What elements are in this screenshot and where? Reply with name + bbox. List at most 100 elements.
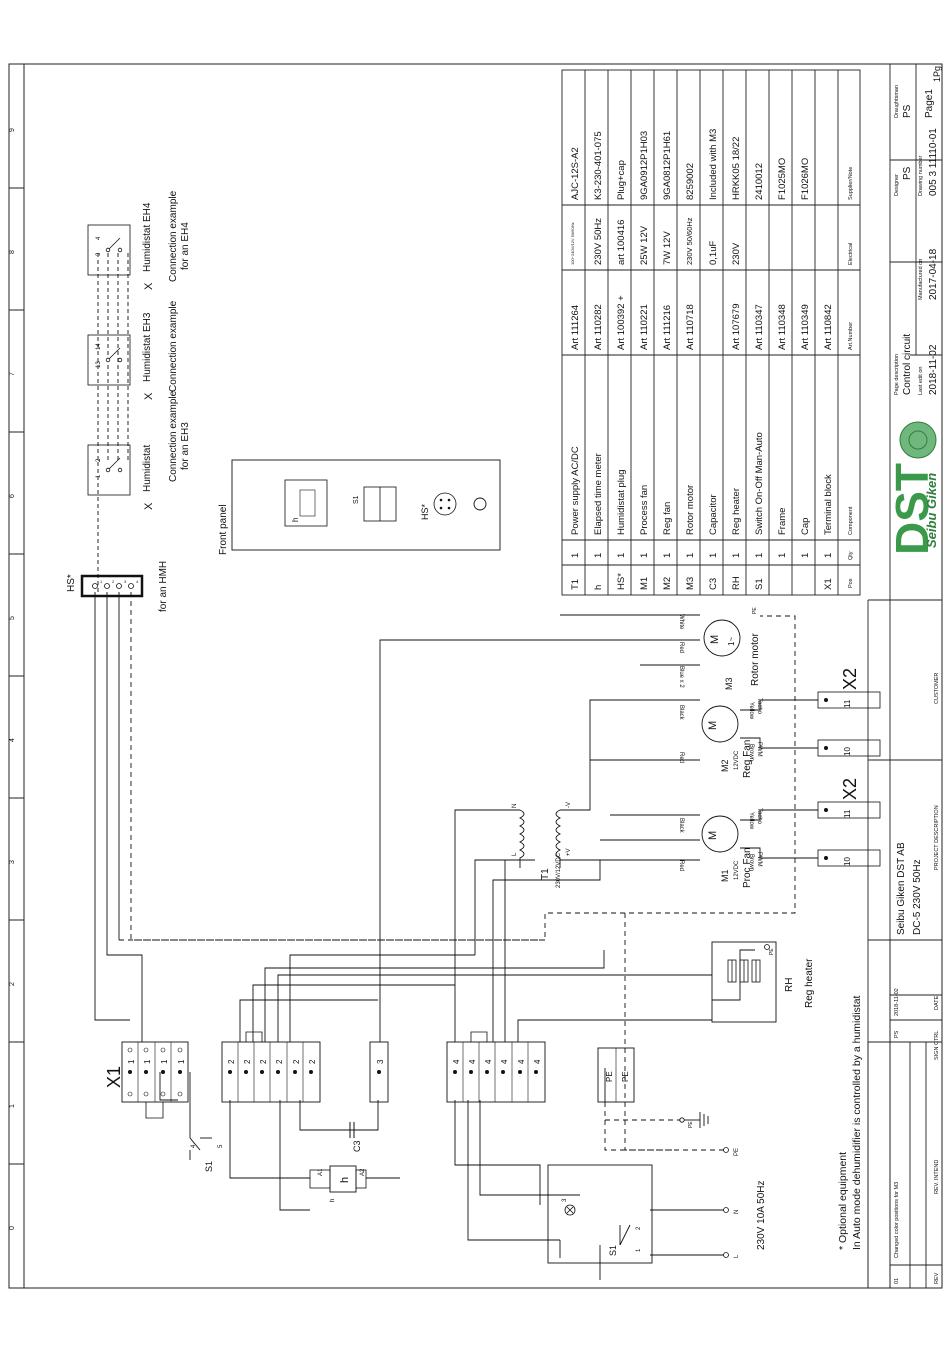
grid-number: 2	[9, 982, 16, 986]
main-switch-pin: 3	[562, 1198, 568, 1202]
x-mark: X	[143, 392, 155, 400]
eh4-pin: 4	[96, 236, 102, 240]
bom-supplier: Included with M3	[708, 129, 719, 200]
pe-term: PE	[605, 1071, 614, 1082]
last-edit: 2018-11-02	[928, 344, 939, 395]
m1-spec: 12VDC	[734, 860, 740, 880]
hs-pin: 3	[124, 579, 127, 584]
bom-qty: 1	[570, 553, 581, 558]
wire-label: Blue x 2	[678, 666, 684, 688]
bom-artno: Art 110282	[593, 304, 604, 350]
bom-qty: 1	[800, 553, 811, 558]
drawing-frame	[8, 63, 943, 1289]
bom-artno: Art 110842	[823, 304, 834, 350]
bom-qty: 1	[754, 553, 765, 558]
supply-l: L	[734, 1254, 740, 1258]
bom-supplier: 2410012	[754, 163, 765, 200]
x2-term-11: 11	[843, 699, 852, 708]
eh3-pin: 13	[96, 361, 102, 368]
m3-label: M3	[724, 677, 734, 690]
m3-name: Rotor motor	[750, 633, 761, 686]
main-switch-pin: 1	[636, 1248, 642, 1252]
wire-label: PWM	[756, 742, 762, 757]
t1-l: L	[512, 852, 518, 856]
humidistat-eh3-label: Humidistat EH3	[142, 312, 153, 382]
humidistat-label: Humidistat	[142, 445, 153, 492]
humidistat-eh4-label: Humidistat EH4	[142, 202, 153, 272]
hs-label: HS*	[66, 574, 77, 592]
supply-pe: PE	[734, 1148, 740, 1156]
bom-qty: 1	[593, 553, 604, 558]
x2-terminals-m1: 11 10 X2	[817, 778, 881, 867]
rev-label: REV	[934, 1272, 940, 1284]
bom-supplier: K3-230-401-075	[593, 131, 604, 200]
project-label: PROJECT DESCRIPTION	[934, 805, 940, 870]
drawing-no-label: Drawing number	[918, 155, 924, 196]
bom-electrical: 230V 50Hz	[593, 218, 604, 265]
meter-a2: A2	[360, 1168, 366, 1176]
pe-earth	[605, 1112, 709, 1128]
bom-artno: Art 111264	[570, 305, 581, 350]
bom-component: Capacitor	[708, 494, 719, 535]
rev-ctrl: PS	[894, 1030, 900, 1038]
bom-electrical: 230V	[731, 242, 742, 265]
wire-label: Red	[678, 752, 684, 763]
x2-terminals-m2: 11 10 X2	[817, 668, 881, 757]
bom-pos: HS*	[616, 573, 627, 590]
bom-supplier: 9GA0912P1H03	[639, 131, 650, 200]
dst-logo: DST Seibu Giken	[886, 421, 939, 555]
bom-pos: X1	[823, 578, 834, 590]
bom-supplier: HRKK05 18/22	[731, 137, 742, 200]
transformer-t1	[518, 809, 562, 868]
page-desc: Control circuit	[902, 334, 913, 395]
x-mark: X	[143, 282, 155, 290]
grid-number: 0	[9, 1226, 16, 1230]
humidistat-pin: 2	[96, 458, 102, 462]
supply-n: N	[734, 1210, 740, 1214]
bom-artno: Art 110718	[685, 304, 696, 350]
pe-terminal: PE PE	[597, 1047, 635, 1103]
supply-terminals	[723, 1147, 729, 1258]
bom-pos: M1	[639, 577, 650, 590]
x1-4-term: 4	[484, 1059, 493, 1064]
date-label: DATE	[934, 995, 940, 1010]
bom-artno: Art 100392 +	[616, 295, 627, 350]
x1-term-number: 1	[143, 1059, 152, 1064]
hs-pin: 4	[136, 579, 139, 584]
manufactured-date: 2017-04-18	[928, 248, 939, 300]
bom-pos: M3	[685, 577, 696, 590]
bom-qty: 1	[731, 553, 742, 558]
wire-label: Brown	[748, 854, 754, 871]
m2-label: M2	[720, 759, 730, 772]
bom-supplier: AJC-12S-A2	[570, 147, 581, 200]
bom-qty: 1	[823, 553, 834, 558]
bom-header-component: Component	[848, 506, 854, 535]
bom-artno: Art 107679	[731, 304, 742, 350]
wires	[94, 250, 818, 1280]
wire-label: White	[678, 614, 684, 630]
bom-header-electrical: Electrical	[848, 243, 854, 265]
s1-aux-switch	[189, 1137, 212, 1160]
bom-component: Process fan	[639, 485, 650, 535]
eh3-pin: 14	[96, 343, 102, 350]
rh-label: RH	[784, 978, 795, 992]
humidistat-pin: 1	[96, 474, 102, 478]
conn-eh4-label: Connection example	[168, 190, 179, 282]
bom-qty: 1	[708, 553, 719, 558]
bom-supplier: F1025MO	[777, 158, 788, 200]
conn-eh4-sub: for an EH4	[180, 222, 191, 270]
bom-qty: 1	[685, 553, 696, 558]
x1-2-term: 2	[259, 1059, 268, 1064]
meter-a1: A1	[318, 1168, 324, 1176]
x2-term-10: 10	[843, 857, 852, 866]
x1-2-term: 2	[308, 1059, 317, 1064]
logo-subtext: Seibu Giken	[924, 473, 939, 548]
t1-vp: +V	[566, 848, 572, 856]
rev-date: 2018-11-02	[894, 988, 900, 1016]
grid-number: 5	[9, 616, 16, 620]
t1-label: T1	[540, 868, 551, 880]
supply-label: 230V 10A 50Hz	[756, 1181, 767, 1251]
page-number: Page1	[924, 89, 935, 118]
motor-m3: M 1~ M3 Rotor motor PE	[703, 607, 761, 690]
bom-component: Elapsed time meter	[593, 453, 604, 535]
